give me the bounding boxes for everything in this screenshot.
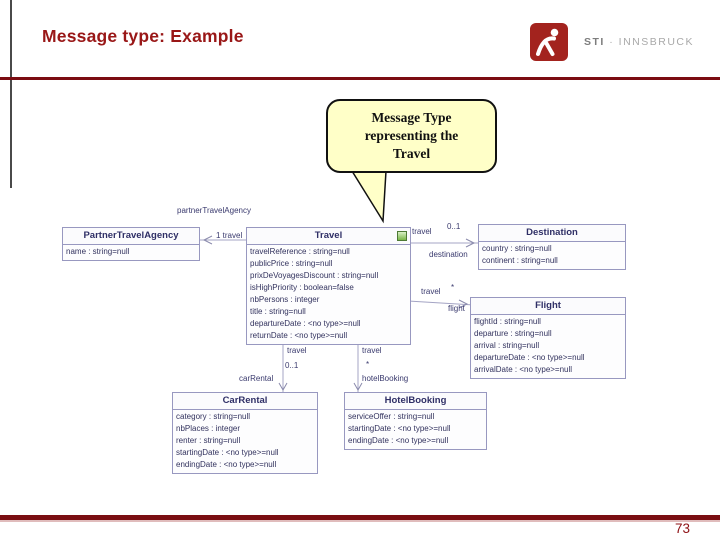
class-name: Travel [314, 230, 343, 241]
callout-text-line: Message Type [371, 109, 452, 125]
edge-role-label: travel [412, 227, 432, 236]
footer-divider-shadow [0, 520, 720, 522]
class-attribute: endingDate : <no type>=null [176, 460, 277, 469]
edge-role-label: travel [362, 346, 382, 355]
class-attribute: startingDate : <no type>=null [348, 424, 451, 433]
logo-org-label: STI [584, 36, 605, 48]
edge-multiplicity: * [451, 283, 455, 292]
class-attribute: publicPrice : string=null [250, 259, 333, 268]
class-travel: Travel travelReference : string=null pub… [246, 227, 411, 345]
class-attribute: departureDate : <no type>=null [250, 319, 361, 328]
callout-bubble: Message Type representing the Travel [326, 99, 497, 173]
class-name: Flight [471, 298, 625, 315]
open-arrowhead-icon [465, 238, 476, 248]
edge-role-label: destination [429, 250, 468, 259]
class-attribute: arrivalDate : <no type>=null [474, 365, 573, 374]
class-attribute: travelReference : string=null [250, 247, 350, 256]
edge-role-label: hotelBooking [362, 374, 409, 383]
logo-city-label: · INNSBRUCK [609, 36, 695, 48]
edge-role-label: flight [448, 304, 465, 313]
edge-association-label: partnerTravelAgency [177, 206, 251, 215]
open-arrowhead-icon [202, 235, 213, 245]
open-arrowhead-icon [353, 382, 363, 392]
class-carrental: CarRental category : string=null nbPlace… [172, 392, 318, 474]
class-attribute: nbPlaces : integer [176, 424, 241, 433]
class-attribute: startingDate : <no type>=null [176, 448, 279, 457]
edge-multiplicity: 0..1 [285, 361, 299, 370]
footer-divider [0, 515, 720, 520]
sti-logo: STI · INNSBRUCK [530, 23, 694, 61]
edge-multiplicity: * [366, 360, 370, 369]
class-attribute: departure : string=null [474, 329, 552, 338]
edge-role-label: travel [287, 346, 307, 355]
edge-role-label: carRental [239, 374, 274, 383]
class-attribute: flightId : string=null [474, 317, 541, 326]
class-attribute: continent : string=null [482, 256, 558, 265]
open-arrowhead-icon [278, 382, 288, 392]
callout-text-line: Travel [392, 146, 431, 162]
class-attribute: returnDate : <no type>=null [250, 331, 348, 340]
page-number: 73 [674, 521, 690, 536]
class-hotelbooking: HotelBooking serviceOffer : string=null … [344, 392, 487, 450]
class-name: PartnerTravelAgency [63, 228, 199, 245]
slide-title: Message type: Example [42, 26, 244, 46]
class-name: HotelBooking [345, 393, 486, 410]
class-attribute: arrival : string=null [474, 341, 540, 350]
edge-role-label: travel [421, 287, 441, 296]
class-attribute: country : string=null [482, 244, 552, 253]
sti-runner-icon [530, 23, 568, 61]
travel-type-badge-icon [397, 231, 407, 241]
class-name: CarRental [173, 393, 317, 410]
class-attribute: serviceOffer : string=null [348, 412, 435, 421]
class-attribute: nbPersons : integer [250, 295, 320, 304]
class-attribute: departureDate : <no type>=null [474, 353, 585, 362]
callout-text-line: representing the [364, 127, 459, 143]
class-attribute: prixDeVoyagesDiscount : string=null [250, 271, 379, 280]
class-attribute: renter : string=null [176, 436, 241, 445]
edge-multiplicity: 0..1 [447, 222, 461, 231]
class-attribute: category : string=null [176, 412, 251, 421]
class-flight: Flight flightId : string=null departure … [470, 297, 626, 379]
class-attribute: isHighPriority : boolean=false [250, 283, 354, 292]
class-attribute: endingDate : <no type>=null [348, 436, 449, 445]
edge-role-label: 1 travel [216, 231, 243, 240]
class-destination: Destination country : string=null contin… [478, 224, 626, 270]
header-divider [0, 77, 720, 80]
class-name: Destination [479, 225, 625, 242]
sti-logo-text: STI · INNSBRUCK [584, 36, 694, 48]
class-attribute: title : string=null [250, 307, 306, 316]
class-attribute: name : string=null [66, 247, 130, 256]
left-edge-line [10, 0, 12, 188]
class-partnertravelagency: PartnerTravelAgency name : string=null [62, 227, 200, 261]
